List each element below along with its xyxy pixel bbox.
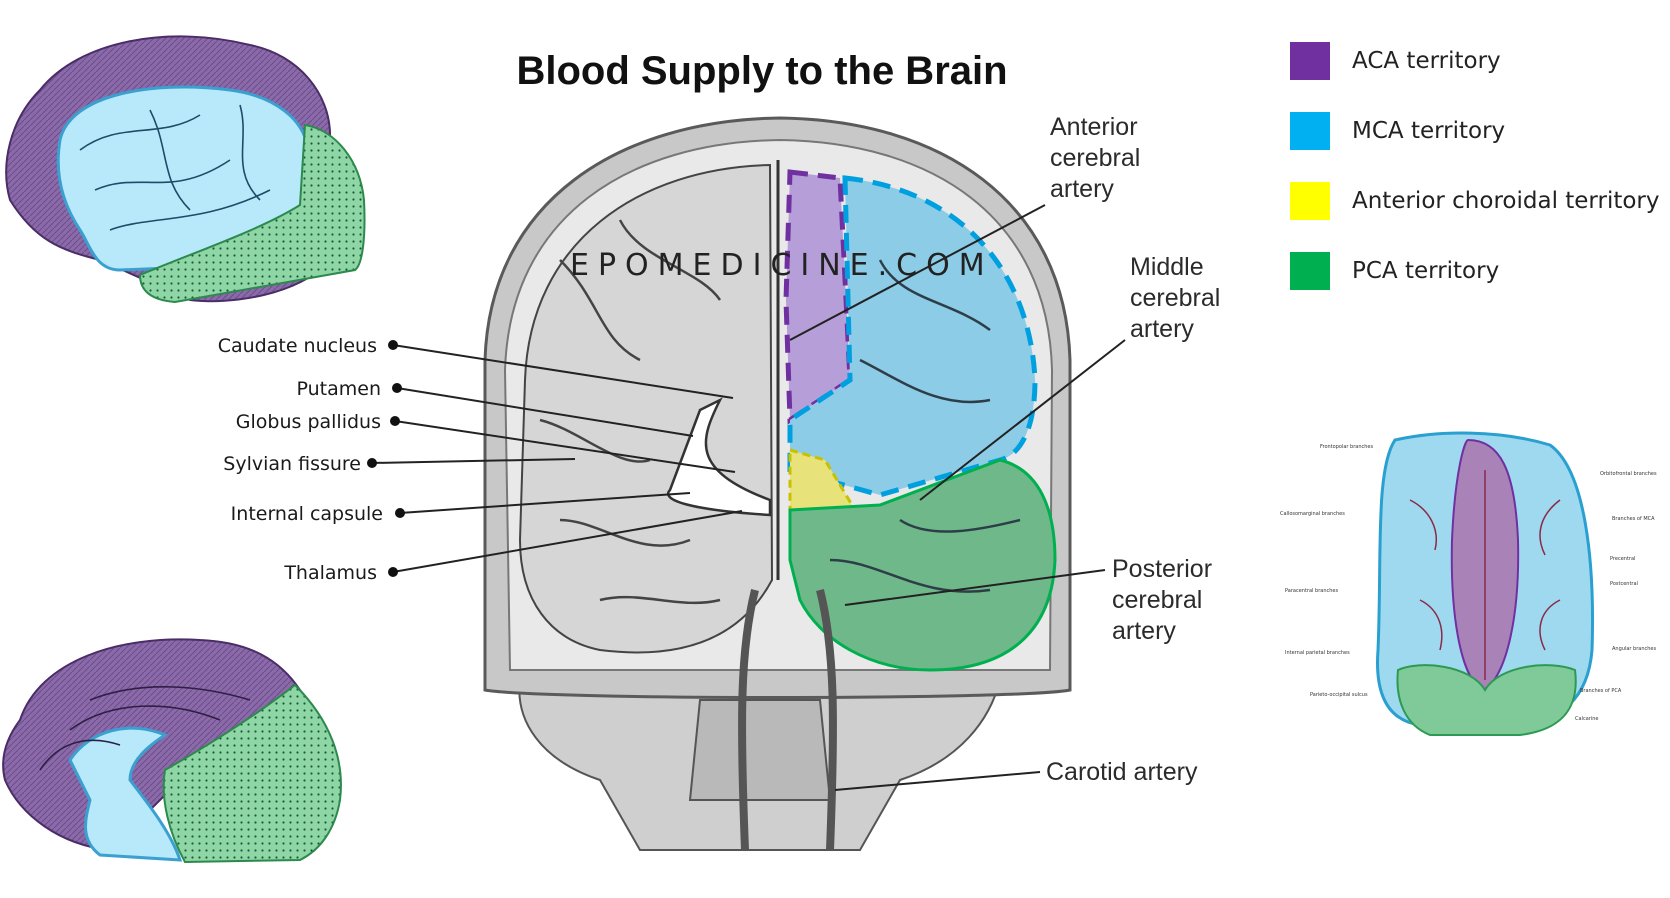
svg-text:Internal parietal branches: Internal parietal branches [1285,650,1350,656]
svg-text:Angular branches: Angular branches [1612,646,1656,652]
medial-brain-view [2,638,342,864]
lateral-brain-view [5,35,366,304]
label-internal-capsule: Internal capsule [231,503,383,525]
legend-label-pca: PCA territory [1352,258,1500,284]
legend-swatch-pca [1290,252,1330,290]
svg-text:Calcarine: Calcarine [1575,716,1598,722]
label-posterior-cerebral-artery-2: cerebral [1112,586,1202,614]
legend-swatch-anterior-choroidal [1290,182,1330,220]
structure-labels: Caudate nucleus Putamen Globus pallidus … [218,335,743,584]
territory-legend: ACA territory MCA territory Anterior cho… [1290,42,1660,322]
legend-label-aca: ACA territory [1352,48,1501,74]
label-posterior-cerebral-artery-3: artery [1112,617,1176,645]
label-middle-cerebral-artery-2: cerebral [1130,284,1220,312]
svg-text:Frontopolar branches: Frontopolar branches [1320,444,1373,450]
svg-text:Branches of PCA: Branches of PCA [1580,688,1622,694]
svg-text:Parieto-occipital sulcus: Parieto-occipital sulcus [1310,692,1368,698]
legend-item-mca: MCA territory [1290,112,1660,150]
label-globus-pallidus: Globus pallidus [236,411,381,433]
svg-text:Branches of MCA: Branches of MCA [1612,516,1655,522]
label-putamen: Putamen [297,378,382,400]
label-sylvian-fissure: Sylvian fissure [223,453,361,475]
label-carotid-artery: Carotid artery [1046,758,1198,786]
svg-text:Paracentral branches: Paracentral branches [1285,588,1338,594]
label-caudate-nucleus: Caudate nucleus [218,335,377,357]
superior-brain-view: Frontopolar branches Callosomarginal bra… [1280,431,1657,736]
legend-label-anterior-choroidal: Anterior choroidal territory [1352,188,1660,214]
label-middle-cerebral-artery-3: artery [1130,315,1194,343]
label-anterior-cerebral-artery-3: artery [1050,175,1114,203]
svg-text:Postcentral: Postcentral [1610,581,1638,587]
legend-swatch-mca [1290,112,1330,150]
svg-text:Orbitofrontal branches: Orbitofrontal branches [1600,471,1657,477]
legend-item-anterior-choroidal: Anterior choroidal territory [1290,182,1660,220]
coronal-brain-section [483,116,1072,851]
legend-item-aca: ACA territory [1290,42,1660,80]
legend-swatch-aca [1290,42,1330,80]
page-title: Blood Supply to the Brain [516,49,1007,93]
svg-text:Callosomarginal branches: Callosomarginal branches [1280,511,1345,517]
label-anterior-cerebral-artery-2: cerebral [1050,144,1140,172]
watermark: EPOMEDICINE.COM [570,248,994,283]
svg-text:Precentral: Precentral [1610,556,1635,562]
label-posterior-cerebral-artery-1: Posterior [1112,555,1212,583]
label-anterior-cerebral-artery-1: Anterior [1050,113,1138,141]
legend-label-mca: MCA territory [1352,118,1506,144]
label-thalamus: Thalamus [283,562,377,584]
legend-item-pca: PCA territory [1290,252,1660,290]
artery-labels: Anterior cerebral artery Middle cerebral… [789,113,1220,791]
label-middle-cerebral-artery-1: Middle [1130,253,1204,281]
